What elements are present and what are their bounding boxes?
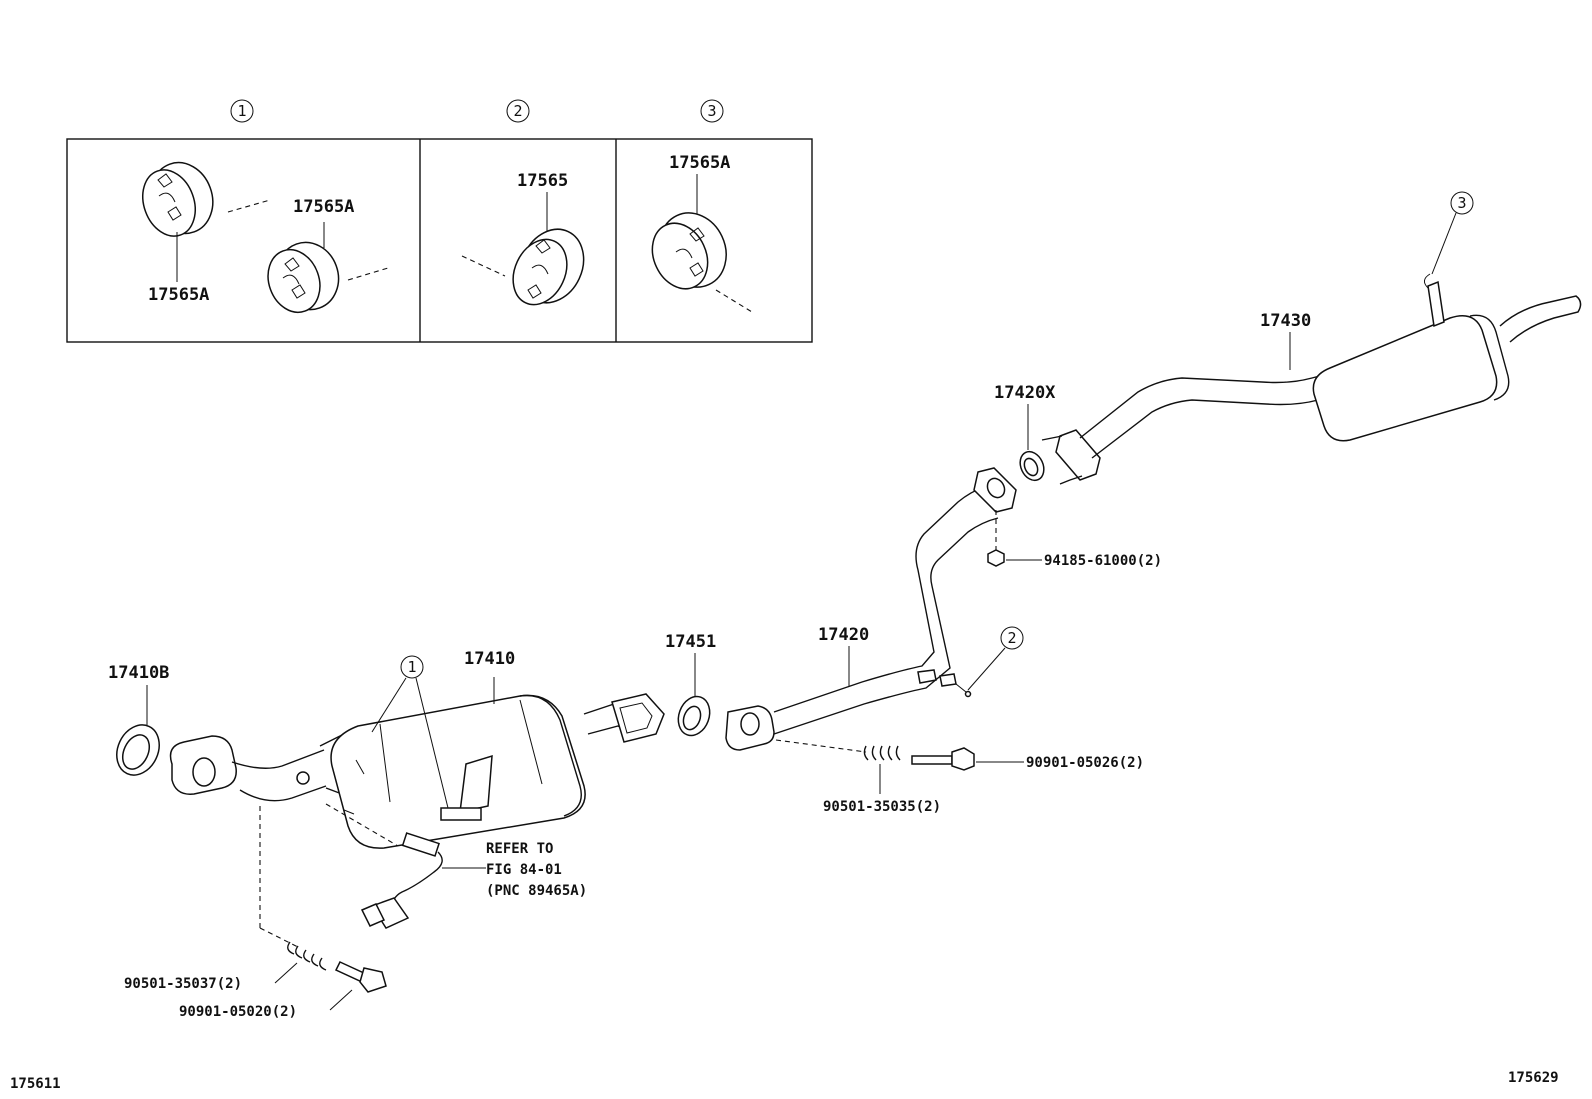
figure-code-right: 175629: [1508, 1070, 1559, 1086]
leader-spring-front: [274, 962, 298, 984]
label-hanger-17565: 17565: [517, 171, 568, 191]
label-hanger-17565A-left: 17565A: [148, 285, 209, 305]
nut-94185-61000: [987, 549, 1005, 567]
inset-marker-3-text: 3: [707, 102, 716, 120]
figure-code-left: 175611: [10, 1076, 61, 1092]
sensor-reference-line1: REFER TO: [486, 841, 553, 857]
gasket-17410B: [116, 724, 160, 776]
label-17451: 17451: [665, 632, 716, 652]
inset-marker-3: 3: [700, 99, 724, 123]
label-90901-05026: 90901-05026(2): [1026, 755, 1144, 771]
leader-bolt-front: [329, 989, 353, 1011]
label-90501-35037: 90501-35037(2): [124, 976, 242, 992]
marker-3-muffler: 3: [1431, 191, 1474, 275]
label-17410: 17410: [464, 649, 515, 669]
marker-2-center-pipe: 2: [967, 626, 1024, 691]
tailpipe-muffler-17430: [1041, 273, 1582, 485]
bolt-90901-05020: [334, 961, 387, 993]
spring-90501-35035: [863, 745, 901, 761]
front-bolt-axis-2: [259, 927, 301, 949]
marker-3-muffler-text: 3: [1457, 194, 1466, 212]
inset-marker-2-text: 2: [513, 102, 522, 120]
sensor-reference-line2: FIG 84-01: [486, 862, 562, 878]
hanger-17565A-section3: [651, 212, 753, 313]
label-17430: 17430: [1260, 311, 1311, 331]
converter-17410: [169, 693, 665, 849]
label-hanger-17565A-section3: 17565A: [669, 153, 730, 173]
marker-2-center-pipe-text: 2: [1007, 629, 1016, 647]
label-90901-05020: 90901-05020(2): [179, 1004, 297, 1020]
marker-1-converter: 1: [371, 655, 449, 809]
center-pipe-17420: [725, 467, 1017, 751]
oxygen-sensor: [325, 803, 443, 929]
inset-frame: [66, 138, 813, 343]
inset-panel: 1 2 3 17565A 17565A: [66, 99, 813, 343]
inset-marker-1: 1: [230, 99, 254, 123]
bolt-90901-05026: [911, 747, 975, 771]
spring-90501-35037: [287, 941, 327, 971]
marker-1-converter-text: 1: [407, 658, 416, 676]
gasket-17451: [677, 695, 711, 737]
label-17420X: 17420X: [994, 383, 1056, 403]
label-90501-35035: 90501-35035(2): [823, 799, 941, 815]
label-94185-61000: 94185-61000(2): [1044, 553, 1162, 569]
label-hanger-17565A-right: 17565A: [293, 197, 354, 217]
rear-bolt-axis: [775, 739, 867, 753]
sensor-reference-line3: (PNC 89465A): [486, 883, 587, 899]
inset-marker-1-text: 1: [237, 102, 246, 120]
label-17420: 17420: [818, 625, 869, 645]
label-17410B: 17410B: [108, 663, 169, 683]
hanger-17565A-left: [142, 161, 271, 237]
hanger-17565: [461, 228, 585, 306]
inset-marker-2: 2: [506, 99, 530, 123]
hanger-17565A-right: [267, 241, 389, 314]
gasket-17420X: [1019, 450, 1045, 482]
